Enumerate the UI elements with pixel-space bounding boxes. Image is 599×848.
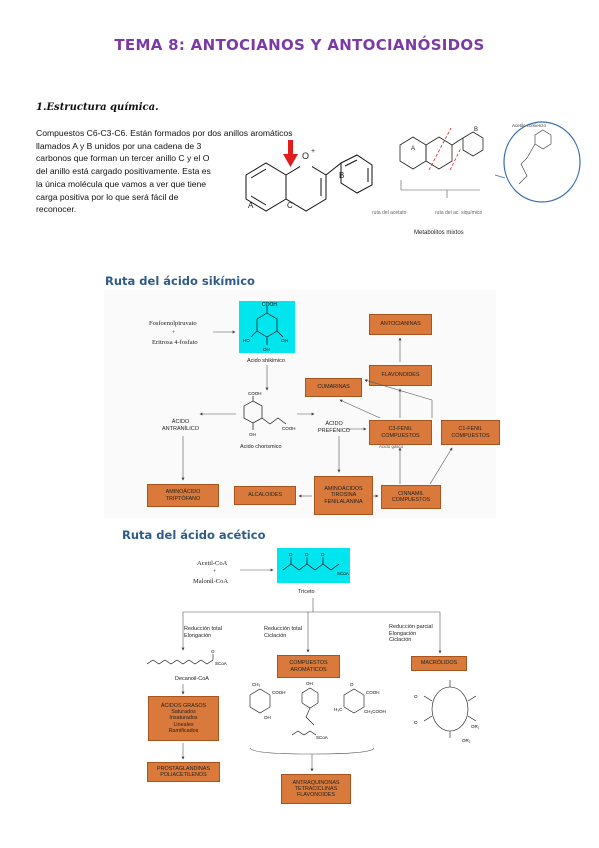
triceto-structure: O O O SCoA bbox=[282, 552, 349, 576]
svg-text:SCoA: SCoA bbox=[316, 735, 328, 740]
ring-b-label: B bbox=[339, 171, 345, 180]
shikimic-acid-structure: COOH HO OH OH bbox=[243, 302, 288, 352]
svg-text:COOH: COOH bbox=[272, 690, 286, 695]
box-prostaglandinas: PROSTAGLANDINAS POLIACETILENOS bbox=[147, 762, 220, 782]
eritrosa-label: Eritrosa 4-fosfato bbox=[152, 339, 198, 346]
box-compuestos-aromaticos: COMPUESTOS AROMÁTICOS bbox=[277, 655, 340, 678]
box-alcaloides: ALCALOIDES bbox=[234, 486, 296, 505]
svg-text:OR₁: OR₁ bbox=[471, 724, 480, 729]
svg-text:COOH: COOH bbox=[262, 302, 277, 308]
section-heading-structure: 1.Estructura química. bbox=[36, 102, 159, 113]
svg-text:COOH: COOH bbox=[282, 426, 296, 431]
plus-sign: + bbox=[311, 148, 316, 155]
shikimic-acid-label: Acido shikimico bbox=[247, 358, 285, 364]
aromatic-compounds-structures: CH₃ COOH OH OH COOH O H₃C CH₂COOH SCoA bbox=[249, 681, 386, 740]
box-c1-fenil: C1-FENIL COMPUESTOS bbox=[441, 420, 500, 445]
box-antraquinonas: ANTRAQUINONAS TETRACICLINAS FLAVONOIDES bbox=[281, 774, 351, 804]
box-acidos-grasos: ÁCIDOS GRASOS Saturados Insaturados Line… bbox=[148, 696, 219, 741]
fig2-caption: Metabolitos mixtos bbox=[414, 230, 464, 236]
svg-text:O: O bbox=[305, 552, 309, 557]
svg-text:CH₃: CH₃ bbox=[252, 682, 260, 687]
antranilico-label: ÁCIDO ANTRANÍLICO bbox=[162, 419, 199, 432]
macrolide-structure: OR₁ OR₂ O O bbox=[414, 680, 480, 743]
branch-3-label: Reducción parcial Elongación Ciclación bbox=[389, 624, 433, 644]
acetic-heading: Ruta del ácido acético bbox=[122, 528, 266, 542]
gallic-small-label: Acido gálico bbox=[379, 444, 404, 449]
box-aminoacidos: AMINOÁCIDOS TIROSINA FENILALANINA bbox=[314, 476, 373, 515]
box-flavonoides: FLAVONOIDES bbox=[369, 365, 432, 386]
malonil-coa-label: Malonil-CoA bbox=[193, 578, 229, 585]
svg-text:COOH: COOH bbox=[366, 690, 380, 695]
svg-text:OH: OH bbox=[249, 432, 256, 437]
red-arrow-icon bbox=[283, 140, 298, 167]
svg-text:O: O bbox=[211, 649, 215, 654]
svg-text:O: O bbox=[289, 552, 293, 557]
flavylium-structure bbox=[245, 154, 373, 212]
decanoil-coa-label: Decanoil-CoA bbox=[175, 676, 209, 682]
svg-text:SCoA: SCoA bbox=[337, 571, 349, 576]
svg-text:O: O bbox=[350, 682, 354, 687]
plus-label-2: + bbox=[213, 569, 217, 575]
svg-text:OH: OH bbox=[264, 715, 271, 720]
svg-text:OH: OH bbox=[263, 347, 270, 352]
fig2-ring-a-label: A bbox=[411, 146, 416, 152]
plus-label-1: + bbox=[172, 330, 176, 336]
box-macrolidos: MACRÓLIDOS bbox=[411, 656, 467, 671]
svg-text:COOH: COOH bbox=[248, 391, 262, 396]
svg-text:O: O bbox=[414, 720, 418, 725]
box-antocianinas: ANTOCIANINAS bbox=[369, 314, 432, 335]
svg-text:OR₂: OR₂ bbox=[462, 738, 471, 743]
svg-text:SCoA: SCoA bbox=[215, 661, 227, 666]
acetil-coa-label: Acetil-CoA bbox=[197, 560, 228, 567]
page-title: TEMA 8: ANTOCIANOS Y ANTOCIANÓSIDOS bbox=[114, 36, 485, 54]
paragraph-rest: llamados A y B unidos por una cadena de … bbox=[36, 140, 211, 215]
svg-text:H₃C: H₃C bbox=[334, 707, 343, 712]
chorismic-acid-structure: COOH COOH OH bbox=[243, 391, 296, 437]
prefenico-label: ÁCIDO PREFÉNICO bbox=[318, 421, 351, 434]
shikimic-heading: Ruta del ácido sikímico bbox=[105, 274, 255, 288]
svg-text:OH: OH bbox=[281, 338, 288, 343]
box-triptofano: AMINOÁCIDO TRIPTÓFANO bbox=[147, 484, 219, 507]
decanoil-coa-structure: O SCoA bbox=[146, 649, 227, 666]
fig2-label-right: ruta del ac. siquímico bbox=[435, 210, 483, 216]
svg-text:HO: HO bbox=[243, 338, 250, 343]
oxygen-label: O bbox=[302, 151, 310, 161]
svg-text:O: O bbox=[321, 552, 325, 557]
ring-a-label: A bbox=[248, 201, 254, 210]
triceto-label: Triceto bbox=[298, 589, 315, 595]
fig2-zoom-label: Acetilo comienzo bbox=[512, 123, 547, 128]
box-cumarinas: CUMARINAS bbox=[305, 378, 362, 397]
branch-2-label: Reducción total Ciclación bbox=[264, 626, 302, 639]
svg-text:OH: OH bbox=[306, 681, 313, 686]
chorismic-acid-label: Acido chorismico bbox=[240, 444, 282, 450]
paragraph-line-1: Compuestos C6-C3-C6. Están formados por … bbox=[36, 128, 293, 138]
box-cinnamil: CINNAMIL COMPUESTOS bbox=[381, 485, 441, 509]
box-c3-fenil: C3-FENIL COMPUESTOS bbox=[369, 420, 432, 445]
fig2-ring-b-label: B bbox=[474, 127, 479, 133]
ring-c-label: C bbox=[287, 201, 293, 210]
branch-1-label: Reducción total Elongación bbox=[184, 626, 222, 639]
svg-text:O: O bbox=[414, 694, 418, 699]
fosfoenolpiruvato-label: Fosfoenolpiruvato bbox=[149, 320, 197, 327]
fig2-label-left: ruta del acetato bbox=[372, 210, 407, 216]
structure-paragraph: Compuestos C6-C3-C6. Están formados por … bbox=[36, 127, 293, 216]
svg-text:CH₂COOH: CH₂COOH bbox=[364, 709, 386, 714]
mixed-metabolite-structure bbox=[399, 121, 581, 203]
